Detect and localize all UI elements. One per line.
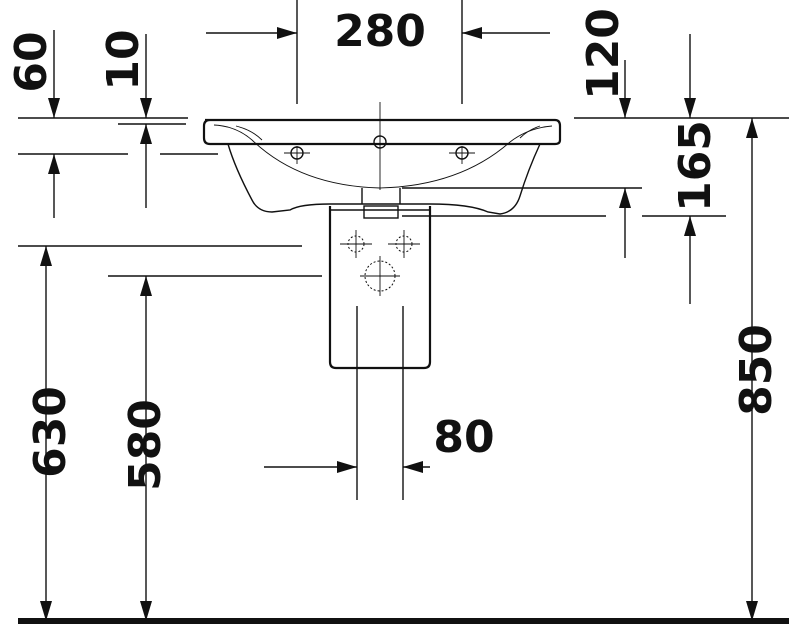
dimension-120: 120 <box>578 8 631 258</box>
pedestal <box>328 206 432 370</box>
dim-label-280: 280 <box>334 6 426 57</box>
dimension-10: 10 <box>98 29 152 208</box>
dimension-630: 630 <box>25 246 76 621</box>
dim-label-10: 10 <box>98 29 149 90</box>
dim-label-120: 120 <box>578 8 629 100</box>
dim-label-60: 60 <box>6 31 57 92</box>
dim-label-630: 630 <box>25 386 76 478</box>
dimension-165: 165 <box>670 34 721 304</box>
dimension-850: 850 <box>731 118 782 621</box>
dimension-60: 60 <box>6 30 60 218</box>
dim-label-580: 580 <box>120 399 171 491</box>
dim-label-850: 850 <box>731 324 782 416</box>
dimension-80: 80 <box>264 306 495 500</box>
dim-label-165: 165 <box>670 120 721 212</box>
dimension-280: 280 <box>206 0 550 104</box>
dimension-580: 580 <box>120 276 171 621</box>
dim-label-80: 80 <box>433 412 494 463</box>
basin <box>202 102 562 219</box>
